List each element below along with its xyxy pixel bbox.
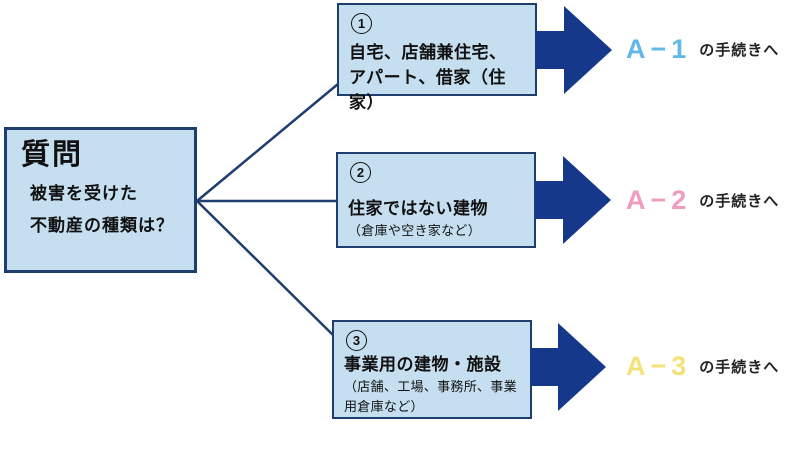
question-line-1: 被害を受けた [30, 184, 138, 204]
arrow-right-icon-3 [530, 323, 606, 411]
connector-line-bottom [196, 200, 335, 337]
option-box-2: 2 住家ではない建物 （倉庫や空き家など） [336, 152, 536, 248]
result-link-a2[interactable]: A−2 の手続きへ [626, 183, 779, 217]
arrow-right-shape-2 [535, 156, 611, 244]
arrow-right-icon-1 [536, 6, 612, 94]
arrow-right-shape-3 [530, 323, 606, 411]
option-box-3: 3 事業用の建物・施設 （店舗、工場、事務所、事業用倉庫など） [332, 320, 532, 419]
option-3-number-badge: 3 [346, 330, 367, 351]
option-2-line-1: 住家ではない建物 [348, 199, 488, 218]
result-suffix-a3[interactable]: の手続きへ [699, 358, 780, 376]
option-1-number-badge: 1 [351, 13, 372, 34]
question-box: 質問 被害を受けた 不動産の種類は？ [4, 127, 197, 273]
result-suffix-a2[interactable]: の手続きへ [699, 192, 780, 210]
option-2-number-badge: 2 [350, 162, 371, 183]
arrow-right-shape-1 [536, 6, 612, 94]
option-1-line-1: 自宅、店舗兼住宅、 [349, 43, 507, 62]
question-title: 質問 [21, 139, 84, 171]
option-3-line-1: 事業用の建物・施設 [344, 355, 502, 374]
result-suffix-a1[interactable]: の手続きへ [699, 41, 780, 59]
result-link-a3[interactable]: A−3 の手続きへ [626, 349, 779, 383]
option-box-1: 1 自宅、店舗兼住宅、 アパート、借家（住家） [337, 3, 537, 112]
result-link-a1[interactable]: A−1 の手続きへ [626, 32, 779, 66]
result-code-a3[interactable]: A−3 [626, 350, 692, 381]
option-3-note: （店舗、工場、事務所、事業用倉庫など） [344, 379, 517, 414]
result-code-a2[interactable]: A−2 [626, 184, 692, 215]
question-line-2: 不動産の種類は？ [30, 216, 174, 236]
result-code-a1[interactable]: A−1 [626, 33, 692, 64]
option-2-note: （倉庫や空き家など） [348, 223, 482, 238]
option-1-text: 自宅、店舗兼住宅、 アパート、借家（住家） [349, 40, 525, 115]
arrow-right-icon-2 [535, 156, 611, 244]
option-1-line-2: アパート、借家（住家） [349, 68, 506, 112]
connector-line-top [196, 83, 339, 202]
